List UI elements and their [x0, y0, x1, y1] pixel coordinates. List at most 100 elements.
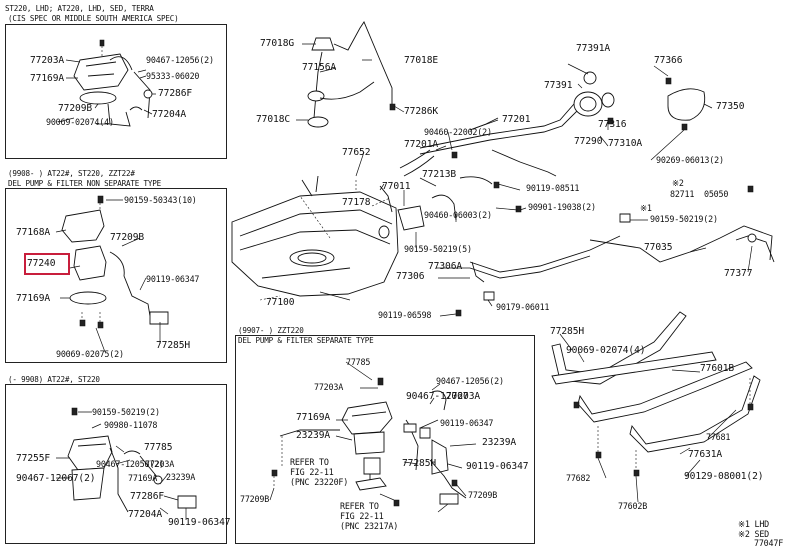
- part-callout[interactable]: 95333-06020: [146, 71, 200, 81]
- part-callout[interactable]: 77285H: [550, 326, 585, 337]
- part-callout[interactable]: 77201: [502, 114, 531, 125]
- part-callout[interactable]: ※1: [640, 203, 652, 213]
- part-callout[interactable]: 77652: [342, 147, 371, 158]
- part-callout[interactable]: 90119-06347: [466, 461, 529, 472]
- part-callout[interactable]: 90467-12067(2): [16, 473, 96, 484]
- part-callout[interactable]: 77631A: [688, 449, 723, 460]
- part-callout[interactable]: 77391: [544, 80, 573, 91]
- part-callout[interactable]: 90460-06003(2): [424, 210, 492, 220]
- part-callout[interactable]: 77018C: [256, 114, 291, 125]
- part-callout[interactable]: 90159-50219(2): [650, 214, 718, 224]
- part-callout[interactable]: 90460-22002(2): [424, 127, 492, 137]
- part-callout[interactable]: 77203A: [145, 459, 175, 469]
- part-callout[interactable]: 90179-06011: [496, 302, 550, 312]
- part-callout[interactable]: 77785: [144, 442, 173, 453]
- part-callout[interactable]: 90159-50219(5): [404, 244, 472, 254]
- part-callout[interactable]: 77286F: [130, 491, 165, 502]
- part-callout[interactable]: 77316: [598, 119, 627, 130]
- refer-note-line: (PNC 23220F): [290, 477, 349, 487]
- part-callout[interactable]: 77168A: [16, 227, 51, 238]
- part-callout[interactable]: 77169A: [128, 473, 158, 483]
- leader-lines: [55, 43, 753, 520]
- part-callout[interactable]: 77169A: [30, 73, 65, 84]
- part-callout[interactable]: 90467-12056(2): [146, 55, 214, 65]
- part-callout[interactable]: 77286K: [404, 106, 439, 117]
- part-callout[interactable]: 90119-06347: [146, 274, 200, 284]
- part-callout[interactable]: 77178: [342, 197, 371, 208]
- part-callout[interactable]: 90467-12067: [406, 391, 469, 402]
- part-callout[interactable]: 77204A: [152, 109, 187, 120]
- part-callout[interactable]: 90901-19038(2): [528, 202, 596, 212]
- part-callout[interactable]: 77285H: [156, 340, 191, 351]
- part-callout[interactable]: 77011: [382, 181, 411, 192]
- part-callout[interactable]: 90129-08001(2): [684, 471, 764, 482]
- part-callout[interactable]: 77203A: [446, 391, 481, 402]
- part-callout[interactable]: 77209B: [58, 103, 93, 114]
- part-callout[interactable]: 77785: [346, 357, 371, 367]
- frame-non-separate: [5, 188, 227, 363]
- refer-note-line: REFER TO: [290, 457, 329, 467]
- part-callout[interactable]: 77018E: [404, 55, 439, 66]
- part-callout[interactable]: 77213B: [422, 169, 457, 180]
- part-callout[interactable]: 90069-02075(2): [56, 349, 124, 359]
- part-callout[interactable]: 77255F: [16, 453, 51, 464]
- part-callout[interactable]: 82711: [670, 189, 695, 199]
- part-callout[interactable]: 90269-06013(2): [656, 155, 724, 165]
- part-callout[interactable]: 77203A: [30, 55, 65, 66]
- part-callout[interactable]: 90069-02074(4): [566, 345, 646, 356]
- frame-header: (9907- ) ZZT220: [238, 326, 304, 335]
- part-callout[interactable]: 90119-06347: [440, 418, 494, 428]
- part-callout[interactable]: 90467-12056(2): [436, 376, 504, 386]
- legend-note: ※1 LHD: [738, 519, 770, 529]
- frame-header: (9908- ) AT22#, ST220, ZZT22#: [8, 169, 135, 178]
- part-callout[interactable]: 23239A: [166, 472, 196, 482]
- assembly-frame3: [67, 407, 197, 513]
- part-callout[interactable]: 77204A: [128, 509, 163, 520]
- part-callout[interactable]: 90159-50219(2): [92, 407, 160, 417]
- part-callout[interactable]: 90467-12056(2): [96, 459, 164, 469]
- part-callout[interactable]: 77018G: [260, 38, 295, 49]
- part-callout[interactable]: 77290: [574, 136, 603, 147]
- part-callout[interactable]: 77035: [644, 242, 673, 253]
- part-callout[interactable]: 77209B: [240, 494, 270, 504]
- highlight-77240: [24, 253, 70, 275]
- part-callout[interactable]: 77285H: [402, 458, 437, 469]
- frame-header: (CIS SPEC OR MIDDLE SOUTH AMERICA SPEC): [8, 14, 179, 23]
- part-callout[interactable]: 77286F: [158, 88, 193, 99]
- part-callout[interactable]: 77169A: [16, 293, 51, 304]
- part-callout[interactable]: 77681: [706, 432, 731, 442]
- part-callout[interactable]: 90119-06598: [378, 310, 432, 320]
- part-callout[interactable]: 77156A: [302, 62, 337, 73]
- part-callout[interactable]: 77201A: [404, 139, 439, 150]
- part-callout[interactable]: 23239A: [296, 430, 331, 441]
- part-callout[interactable]: 23239A: [482, 437, 517, 448]
- part-callout[interactable]: 77602B: [618, 501, 648, 511]
- part-callout[interactable]: 90980-11078: [104, 420, 158, 430]
- part-callout[interactable]: 77209B: [110, 232, 145, 243]
- part-callout[interactable]: 77682: [566, 473, 591, 483]
- part-callout[interactable]: 77310A: [608, 138, 643, 149]
- part-callout[interactable]: 77306: [396, 271, 425, 282]
- part-callout[interactable]: 77377: [724, 268, 753, 279]
- part-callout[interactable]: 77240: [27, 258, 56, 269]
- assembly-frame2: [61, 195, 169, 329]
- part-callout[interactable]: 77203A: [314, 382, 344, 392]
- part-callout[interactable]: 77169A: [296, 412, 331, 423]
- part-callout[interactable]: 77391A: [576, 43, 611, 54]
- part-callout[interactable]: 77209B: [468, 490, 498, 500]
- part-callout[interactable]: 90069-02074(4): [46, 117, 114, 127]
- part-callout[interactable]: 77601B: [700, 363, 735, 374]
- part-callout[interactable]: ※2: [672, 178, 684, 188]
- part-callout[interactable]: 90119-08511: [526, 183, 580, 193]
- frame-lhd-cis: [5, 24, 227, 159]
- part-callout[interactable]: 90159-50343(10): [124, 195, 197, 205]
- part-callout[interactable]: 77350: [716, 101, 745, 112]
- frame-header: DEL PUMP & FILTER SEPARATE TYPE: [238, 336, 374, 345]
- part-callout[interactable]: 77366: [654, 55, 683, 66]
- part-callout[interactable]: 77306A: [428, 261, 463, 272]
- part-callout[interactable]: 77100: [266, 297, 295, 308]
- part-callout[interactable]: 05050: [704, 189, 729, 199]
- tank-bands: [551, 311, 761, 477]
- part-callout[interactable]: 90119-06347: [168, 517, 231, 528]
